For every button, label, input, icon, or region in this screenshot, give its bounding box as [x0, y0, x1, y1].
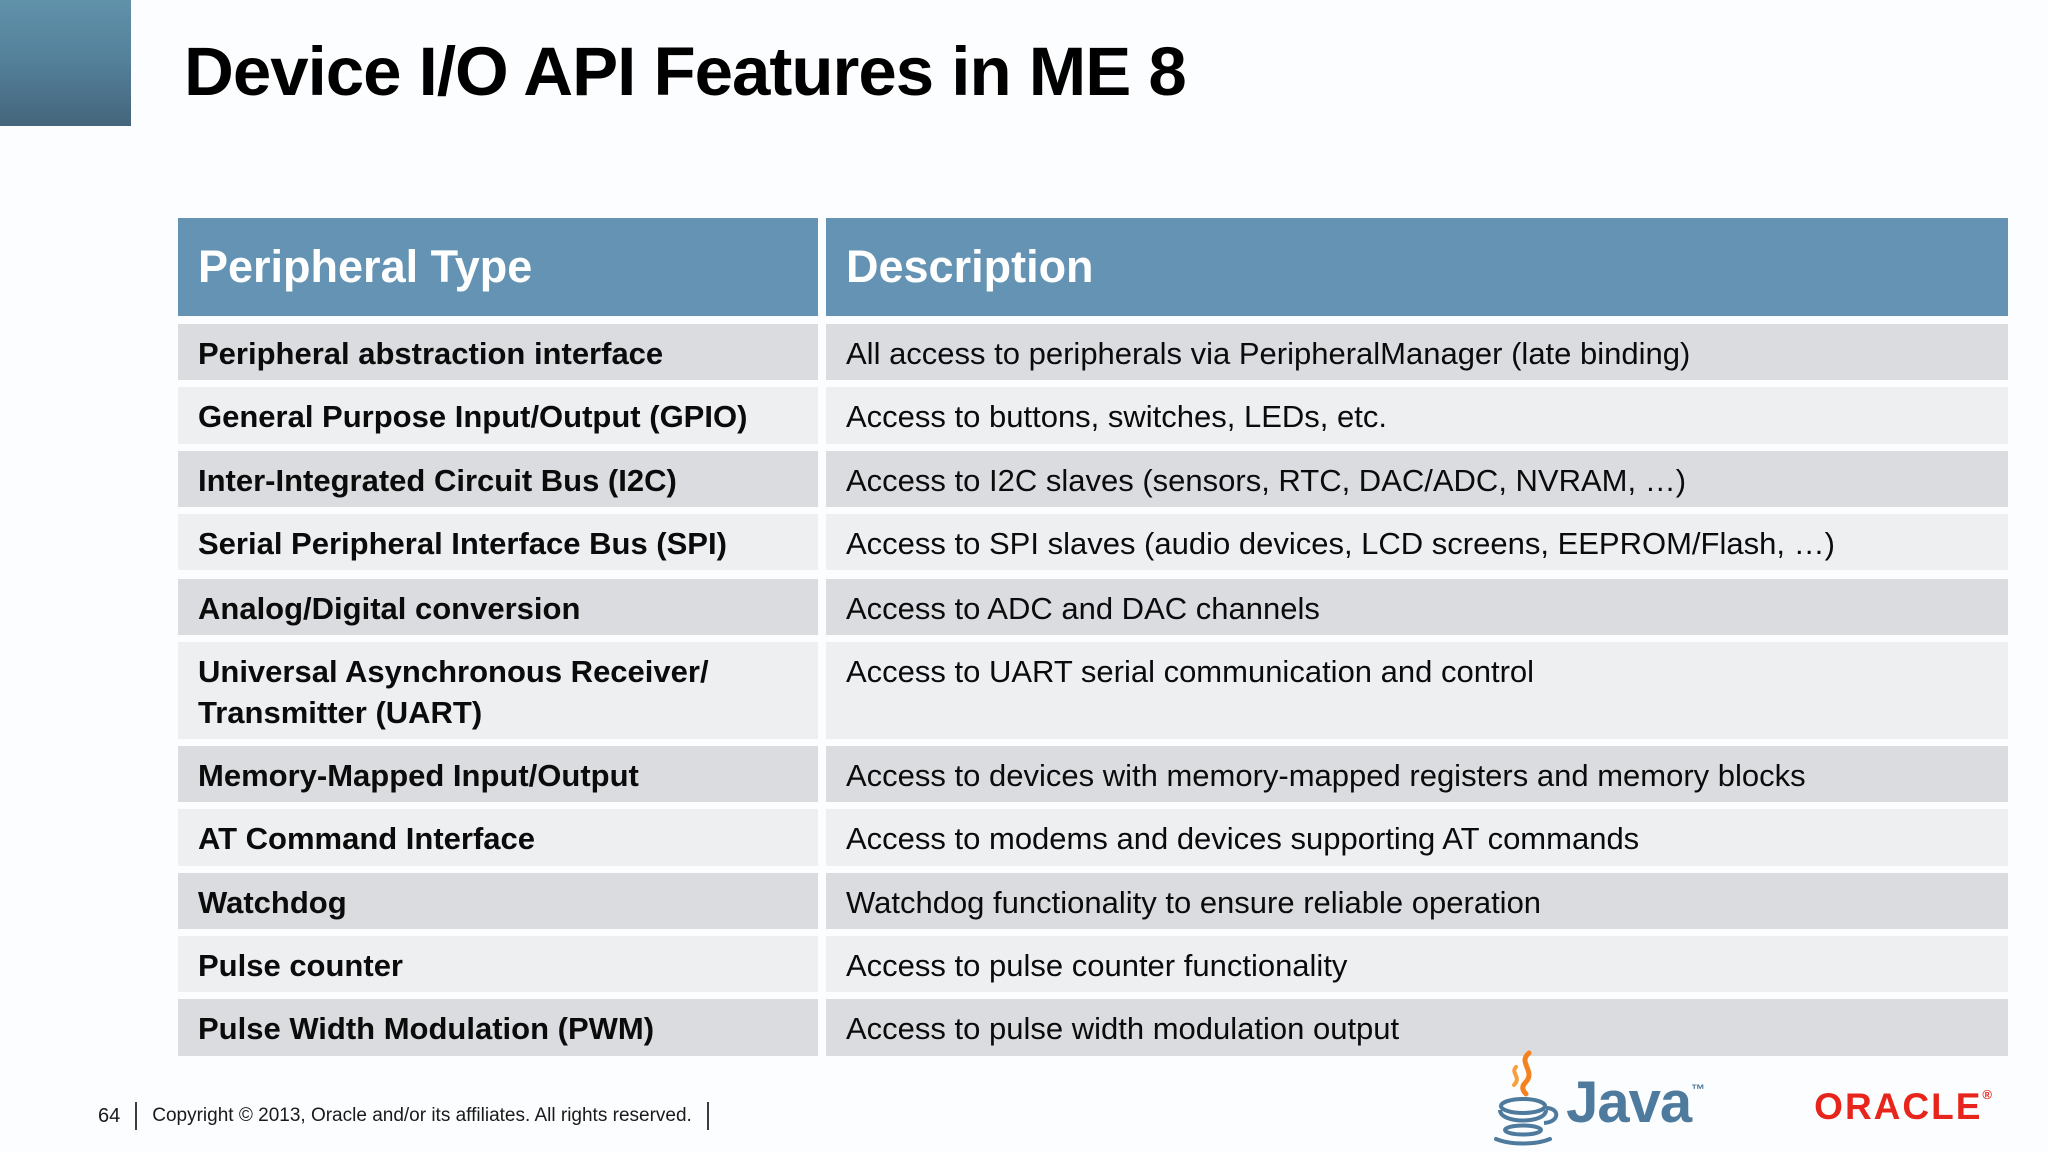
table-row: Analog/Digital conversion Access to ADC …	[178, 579, 2008, 636]
column-header-description: Description	[826, 218, 2008, 316]
footer-divider	[135, 1102, 138, 1130]
description-cell: Access to I2C slaves (sensors, RTC, DAC/…	[826, 450, 2008, 507]
table-row: Pulse counter Access to pulse counter fu…	[178, 935, 2008, 993]
description-cell: Access to SPI slaves (audio devices, LCD…	[826, 513, 2008, 571]
peripheral-type-cell: AT Command Interface	[178, 809, 818, 866]
description-cell: Access to modems and devices supporting …	[826, 809, 2008, 866]
logos: Java™ ORACLE®	[1488, 1050, 1992, 1146]
oracle-logo: ORACLE®	[1814, 1086, 1992, 1146]
table-row: AT Command Interface Access to modems an…	[178, 809, 2008, 866]
oracle-logo-text: ORACLE	[1814, 1086, 1983, 1127]
description-cell: Access to buttons, switches, LEDs, etc.	[826, 387, 2008, 444]
peripheral-type-cell: Memory-Mapped Input/Output	[178, 746, 818, 803]
java-trademark: ™	[1691, 1081, 1705, 1097]
table-row: Serial Peripheral Interface Bus (SPI) Ac…	[178, 513, 2008, 571]
peripheral-type-cell: Watchdog	[178, 872, 818, 929]
oracle-registered-mark: ®	[1982, 1087, 1992, 1102]
description-cell: Access to UART serial communication and …	[826, 642, 2008, 740]
table-row: General Purpose Input/Output (GPIO) Acce…	[178, 387, 2008, 444]
table-header-row: Peripheral Type Description	[178, 218, 2008, 316]
java-logo: Java™	[1488, 1050, 1705, 1146]
peripheral-type-cell: Inter-Integrated Circuit Bus (I2C)	[178, 450, 818, 507]
page-number: 64	[98, 1104, 121, 1127]
footer: 64 Copyright © 2013, Oracle and/or its a…	[98, 1102, 724, 1130]
table-row: Universal Asynchronous Receiver/ Transmi…	[178, 642, 2008, 740]
peripheral-type-cell: Pulse counter	[178, 935, 818, 993]
description-cell: All access to peripherals via Peripheral…	[826, 324, 2008, 381]
description-cell: Access to pulse width modulation output	[826, 999, 2008, 1056]
peripheral-type-cell: Universal Asynchronous Receiver/ Transmi…	[178, 642, 818, 740]
corner-decoration	[0, 0, 131, 126]
features-table: Peripheral Type Description Peripheral a…	[178, 218, 2008, 1063]
java-cup-icon	[1494, 1050, 1559, 1146]
slide-title: Device I/O API Features in ME 8	[184, 33, 1187, 110]
description-cell: Access to ADC and DAC channels	[826, 579, 2008, 636]
peripheral-type-cell: Analog/Digital conversion	[178, 579, 818, 636]
peripheral-type-cell: Serial Peripheral Interface Bus (SPI)	[178, 513, 818, 571]
copyright-text: Copyright © 2013, Oracle and/or its affi…	[152, 1105, 692, 1126]
description-cell: Access to devices with memory-mapped reg…	[826, 746, 2008, 803]
peripheral-type-cell: General Purpose Input/Output (GPIO)	[178, 387, 818, 444]
peripheral-type-cell: Peripheral abstraction interface	[178, 324, 818, 381]
description-cell: Access to pulse counter functionality	[826, 935, 2008, 993]
peripheral-type-cell: Pulse Width Modulation (PWM)	[178, 999, 818, 1056]
table-row: Pulse Width Modulation (PWM) Access to p…	[178, 999, 2008, 1056]
description-cell: Watchdog functionality to ensure reliabl…	[826, 872, 2008, 929]
table-row: Watchdog Watchdog functionality to ensur…	[178, 872, 2008, 929]
table-body: Peripheral abstraction interface All acc…	[178, 324, 2008, 1056]
table-row: Peripheral abstraction interface All acc…	[178, 324, 2008, 381]
table-row: Memory-Mapped Input/Output Access to dev…	[178, 746, 2008, 803]
table-row: Inter-Integrated Circuit Bus (I2C) Acces…	[178, 450, 2008, 507]
column-header-peripheral-type: Peripheral Type	[178, 218, 818, 316]
java-logo-text: Java™	[1566, 1070, 1705, 1135]
footer-divider	[706, 1102, 709, 1130]
